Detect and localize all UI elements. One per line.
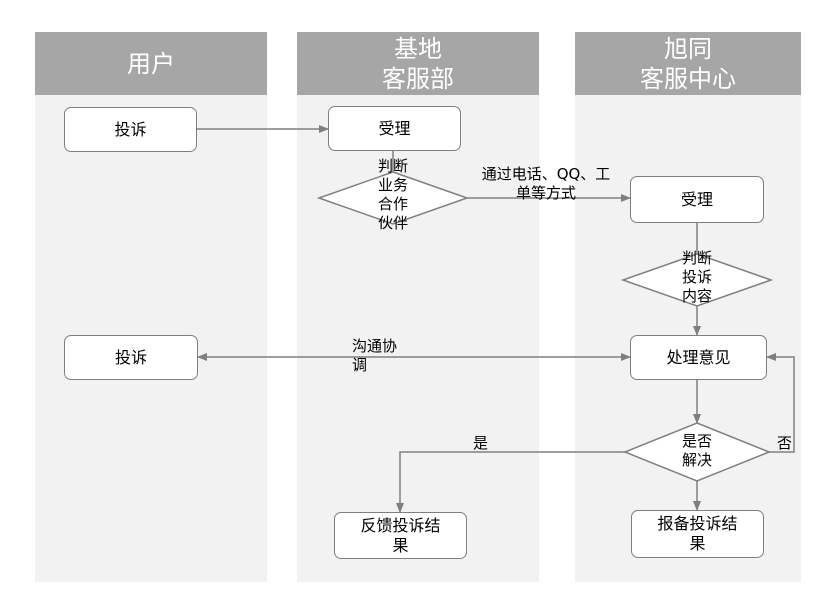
lane-xutong-service: 旭同 客服中心 (575, 32, 801, 582)
decision-judge-partner-shape (316, 171, 470, 225)
lane-header-base-service: 基地 客服部 (297, 32, 539, 95)
decision-judge-partner-label: 判断 业务 合作 伙伴 (377, 157, 408, 232)
edge-label-yes: 是 (473, 434, 489, 452)
lane-header-xutong-service: 旭同 客服中心 (575, 32, 801, 95)
node-handling-opinion: 处理意见 (630, 335, 767, 380)
node-complaint-1: 投诉 (64, 107, 197, 152)
lane-header-user: 用户 (35, 32, 267, 95)
node-feedback-result: 反馈投诉结 果 (334, 512, 467, 559)
decision-resolved-shape (622, 422, 772, 482)
lane-title-base-line1: 基地 (394, 34, 442, 63)
edge-label-via-channels: 通过电话、QQ、工 单等方式 (481, 165, 611, 202)
decision-judge-content-shape (620, 253, 774, 307)
lane-title-base-line2: 客服部 (382, 64, 454, 93)
decision-judge-content-label: 判断 投诉 内容 (681, 249, 712, 305)
node-accept-base: 受理 (328, 106, 461, 151)
lane-title-xutong-line2: 客服中心 (640, 64, 736, 93)
edge-yes-to-feedback (396, 451, 625, 513)
lane-title-xutong-line1: 旭同 (664, 34, 712, 63)
node-complaint-2: 投诉 (64, 335, 198, 380)
edge-no-loop (766, 353, 795, 453)
node-report-result: 报备投诉结 果 (631, 510, 764, 558)
edge-label-no: 否 (777, 434, 793, 452)
edge-label-coordinate: 沟通协 调 (352, 337, 398, 374)
node-accept-center: 受理 (630, 176, 764, 223)
lane-title-user: 用户 (127, 49, 175, 78)
decision-resolved-label: 是否 解决 (681, 432, 712, 469)
